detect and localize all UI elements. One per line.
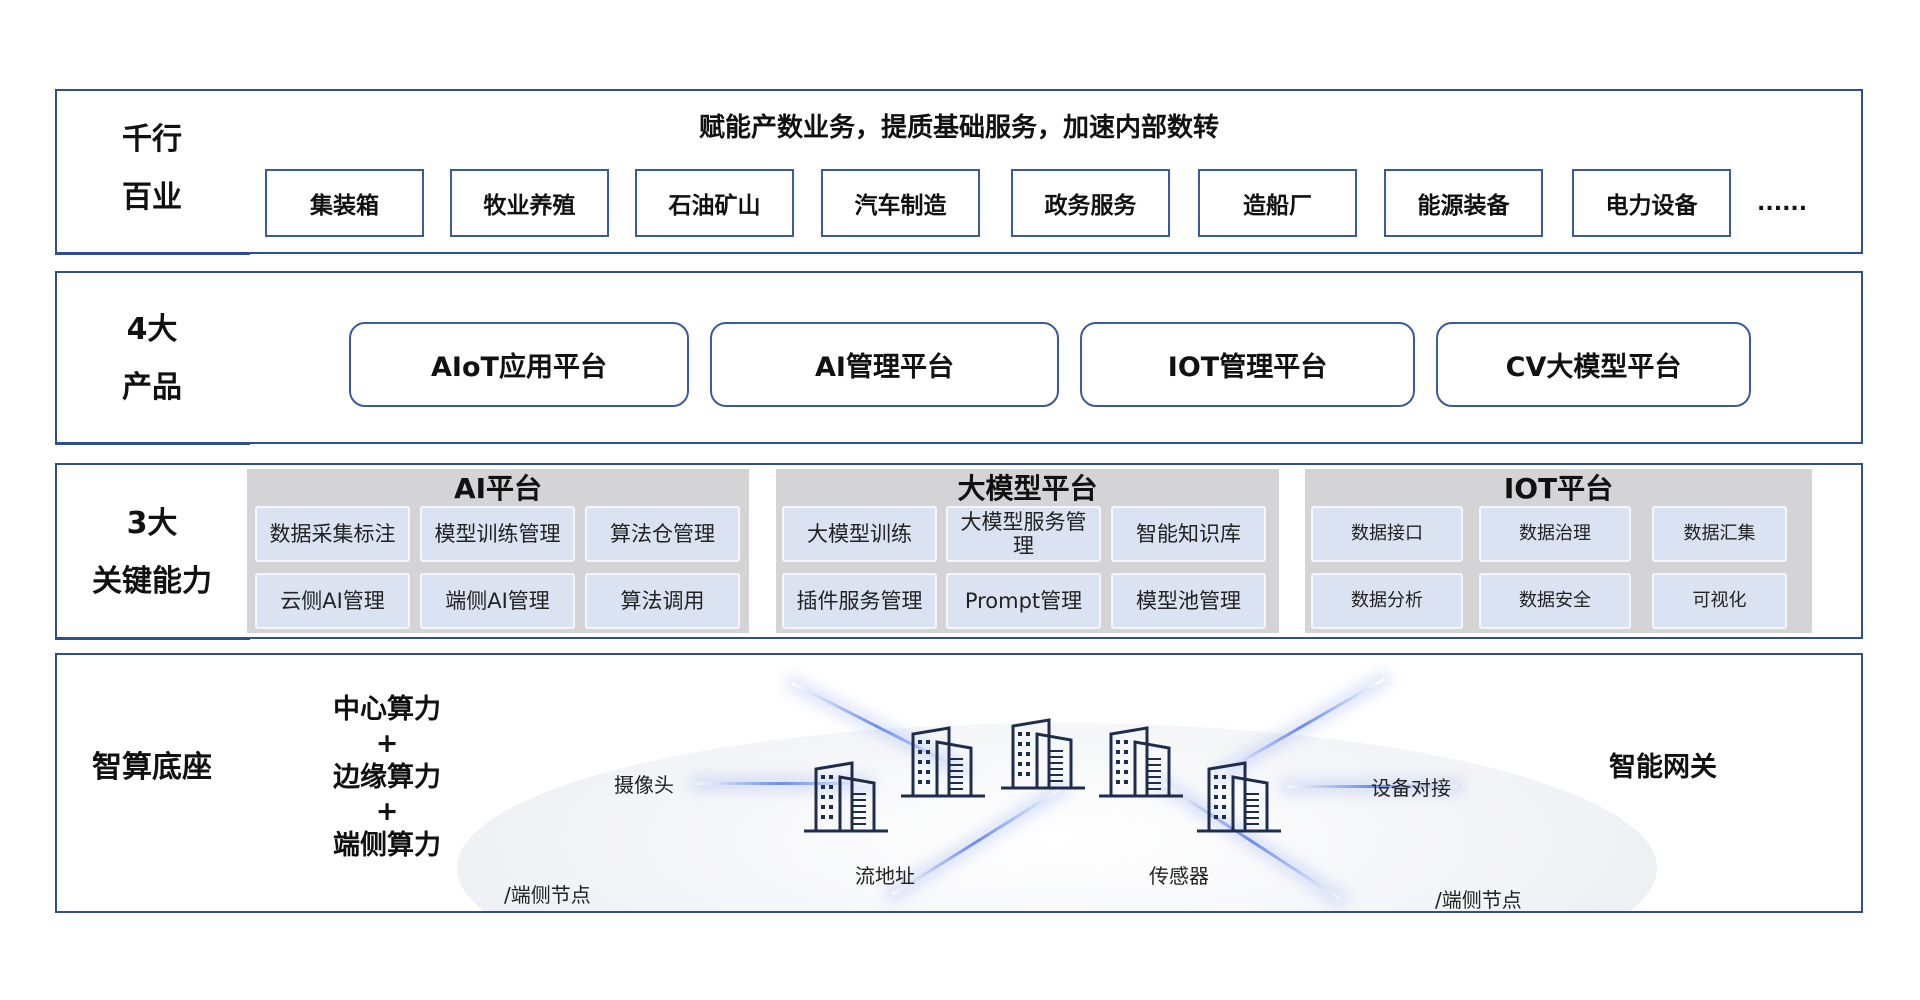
node-device: 设备对接 — [1371, 776, 1451, 800]
capability-item: 插件服务管理 — [782, 573, 937, 629]
product-ai-management-platform: AI管理平台 — [710, 322, 1059, 407]
edge-node-right: /端侧节点 — [1435, 888, 1522, 912]
building-icon — [804, 761, 888, 833]
compute-edge: 边缘算力 — [333, 762, 441, 793]
industry-box: 造船厂 — [1198, 169, 1357, 237]
node-stream: 流地址 — [855, 864, 915, 888]
compute-center: 中心算力 — [333, 694, 441, 725]
industry-box: 能源装备 — [1384, 169, 1543, 237]
building-icon — [1197, 761, 1281, 833]
platform-title: IOT平台 — [1503, 472, 1614, 505]
large-model-platform-block: 大模型平台 大模型训练 大模型服务管理 智能知识库 插件服务管理 Prompt管… — [776, 469, 1279, 633]
products-layer: 4大 产品 AIoT应用平台 AI管理平台 IOT管理平台 CV大模型平台 — [55, 271, 1863, 445]
capability-item: 大模型训练 — [782, 506, 937, 562]
product-iot-management-platform: IOT管理平台 — [1080, 322, 1415, 407]
industry-box: 汽车制造 — [821, 169, 980, 237]
compute-device: 端侧算力 — [333, 830, 441, 861]
capability-item: 算法调用 — [585, 573, 740, 629]
capability-item: 数据安全 — [1479, 573, 1631, 629]
compute-stack: 中心算力 + 边缘算力 + 端侧算力 — [287, 693, 487, 863]
industries-layer: 千行 百业 赋能产数业务，提质基础服务，加速内部数转 集装箱 牧业养殖 石油矿山… — [55, 89, 1863, 255]
building-icon — [901, 726, 985, 798]
smart-gateway: 智能网关 — [1609, 752, 1717, 783]
node-sensor: 传感器 — [1149, 864, 1209, 888]
industry-box: 集装箱 — [265, 169, 424, 237]
plus-sign: + — [375, 796, 399, 827]
capability-item: 算法仓管理 — [585, 506, 740, 562]
products-label-line1: 4大 — [126, 312, 178, 347]
capability-item: 云侧AI管理 — [255, 573, 410, 629]
building-icon — [1099, 726, 1183, 798]
beam-camera — [697, 782, 867, 785]
capability-item: 模型池管理 — [1111, 573, 1266, 629]
compute-base-layer: 智算底座 中心算力 + 边缘算力 + 端侧算力 摄像头 流地址 传感器 设备对接… — [55, 653, 1863, 913]
capability-item: 端侧AI管理 — [420, 573, 575, 629]
products-label-line2: 产品 — [122, 370, 182, 405]
plus-sign: + — [375, 728, 399, 759]
capability-item: 数据汇集 — [1652, 506, 1787, 562]
compute-base-label: 智算底座 — [92, 750, 212, 785]
product-cv-model-platform: CV大模型平台 — [1436, 322, 1751, 407]
platform-title: AI平台 — [453, 472, 543, 505]
capabilities-label-line1: 3大 — [126, 506, 178, 541]
capabilities-layer: 3大 关键能力 AI平台 数据采集标注 模型训练管理 算法仓管理 云侧AI管理 … — [55, 463, 1863, 640]
industries-label-line1: 千行 — [122, 122, 182, 157]
capability-item: 数据治理 — [1479, 506, 1631, 562]
iot-platform-block: IOT平台 数据接口 数据治理 数据汇集 数据分析 数据安全 可视化 — [1305, 469, 1812, 633]
building-icon — [1001, 718, 1085, 790]
capability-item: 智能知识库 — [1111, 506, 1266, 562]
capability-item: 可视化 — [1652, 573, 1787, 629]
capability-item: 数据分析 — [1311, 573, 1463, 629]
capabilities-label-line2: 关键能力 — [92, 564, 212, 599]
edge-node-left: /端侧节点 — [504, 883, 591, 907]
platform-title: 大模型平台 — [957, 472, 1098, 505]
node-camera: 摄像头 — [614, 773, 674, 797]
industry-box: 石油矿山 — [635, 169, 794, 237]
industries-label-line2: 百业 — [122, 180, 182, 215]
beam-device — [1287, 785, 1457, 788]
industry-box: 牧业养殖 — [450, 169, 609, 237]
industry-box: 电力设备 — [1572, 169, 1731, 237]
capability-item: 大模型服务管理 — [946, 506, 1101, 562]
industry-box: 政务服务 — [1011, 169, 1170, 237]
capability-item: Prompt管理 — [946, 573, 1101, 629]
product-aiot-platform: AIoT应用平台 — [349, 322, 689, 407]
industries-slogan: 赋能产数业务，提质基础服务，加速内部数转 — [698, 113, 1219, 143]
ai-platform-block: AI平台 数据采集标注 模型训练管理 算法仓管理 云侧AI管理 端侧AI管理 算… — [247, 469, 749, 633]
capability-item: 数据接口 — [1311, 506, 1463, 562]
capability-item: 模型训练管理 — [420, 506, 575, 562]
more-industries-ellipsis: ...... — [1757, 190, 1808, 216]
capability-item: 数据采集标注 — [255, 506, 410, 562]
